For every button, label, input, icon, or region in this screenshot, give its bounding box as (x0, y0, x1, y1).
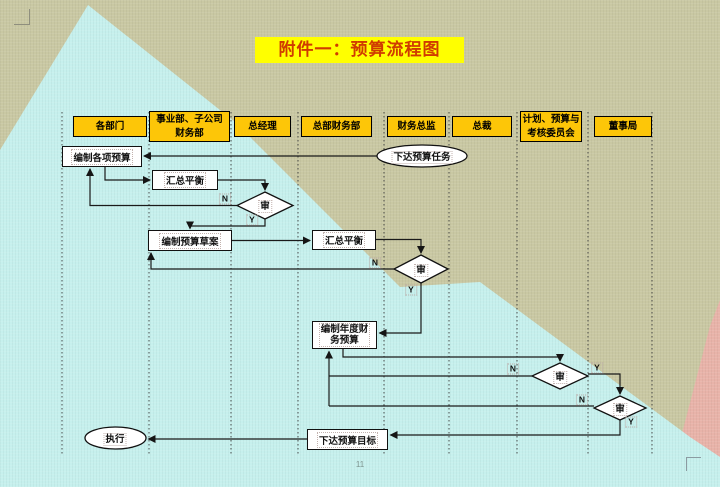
lane-header-label: 计划、预算与 考核委员会 (522, 114, 580, 139)
connector-annual-to-review3 (342, 349, 564, 362)
connector-review1-no-return (86, 168, 237, 207)
branch-no-3: N (506, 363, 520, 375)
flow-shapes (84, 144, 648, 450)
review3-label: 审 (553, 369, 567, 384)
lane-header-label: 各部门 (95, 121, 125, 132)
connector-balance2-to-review2 (376, 238, 425, 254)
node-label: 审 (414, 264, 428, 277)
branch-yes-3: Y (591, 362, 603, 374)
decision-review-3 (530, 362, 590, 390)
process-annual-budget: 编制年度财 务预算 (312, 321, 377, 349)
lane-header-label: 财务总监 (397, 121, 436, 132)
review2-label: 审 (414, 262, 428, 277)
branch-no-1: N (218, 193, 232, 205)
terminator-execute (84, 426, 147, 450)
review1-label: 审 (258, 198, 272, 213)
decision-review-1 (235, 191, 295, 220)
process-prepare-budgets: 编制各项预算 (62, 146, 142, 167)
lane-header-label: 总部财务部 (312, 121, 361, 132)
connector-prepare-to-balance1 (104, 167, 151, 184)
lane-header-label: 事业部、子公司 财务部 (156, 114, 223, 139)
lane-dividers (61, 112, 653, 456)
execute-label: 执行 (103, 431, 127, 446)
node-label: 汇总平衡 (163, 172, 206, 188)
decision-review-2 (392, 254, 450, 284)
lane-header-president: 总裁 (452, 116, 512, 137)
lane-header-committee: 计划、预算与 考核委员会 (520, 111, 582, 142)
branch-yes-4: Y (625, 416, 637, 428)
lane-header-hq-finance: 总部财务部 (301, 116, 372, 137)
node-label: 下达预算目标 (316, 431, 378, 448)
corner-mark-bottom-right (686, 457, 701, 471)
connector-review1-yes-to-draft (186, 219, 266, 230)
branch-yes-2: Y (405, 284, 417, 296)
lane-header-label: 总经理 (248, 121, 277, 132)
connector-review2-yes-to-annual (378, 283, 422, 337)
terminator-issue-task (376, 144, 468, 168)
issue-task-label: 下达预算任务 (391, 149, 453, 164)
node-label: 编制年度财 务预算 (318, 323, 371, 347)
process-issue-target: 下达预算目标 (307, 429, 388, 450)
connector-review2-no-return (147, 252, 394, 270)
review4-label: 审 (613, 401, 627, 416)
connector-balance1-to-review1 (218, 179, 269, 191)
slide-title: 附件一：预算流程图 (255, 37, 464, 63)
connector-review4-yes-to-target (389, 420, 621, 439)
process-draft-budget: 编制预算草案 (148, 230, 232, 251)
branch-no-4: N (575, 394, 589, 406)
branch-no-2: N (368, 257, 382, 269)
connectors (86, 152, 624, 443)
lane-header-general-manager: 总经理 (234, 116, 291, 137)
lane-header-cfo: 财务总监 (387, 116, 446, 137)
node-label: 执行 (103, 433, 127, 446)
branch-yes-1: Y (246, 214, 258, 226)
lane-header-board: 董事局 (594, 116, 652, 137)
lane-header-label: 总裁 (472, 121, 492, 132)
node-label: 编制预算草案 (159, 232, 221, 249)
process-balance-2: 汇总平衡 (312, 230, 376, 250)
lane-header-business-units: 事业部、子公司 财务部 (149, 111, 230, 142)
connector-review3-yes-to-review4 (588, 373, 624, 395)
process-balance-1: 汇总平衡 (152, 170, 218, 190)
lane-header-label: 董事局 (608, 121, 638, 132)
node-label: 编制各项预算 (71, 148, 133, 165)
node-label: 审 (553, 371, 567, 384)
node-label: 汇总平衡 (322, 232, 365, 248)
corner-mark-top-left (14, 9, 30, 25)
page-number: 11 (355, 460, 365, 469)
node-label: 审 (258, 200, 272, 213)
node-label: 下达预算任务 (391, 151, 453, 164)
lane-header-departments: 各部门 (73, 116, 147, 137)
node-label: 审 (613, 403, 627, 416)
decision-review-4 (592, 395, 648, 421)
